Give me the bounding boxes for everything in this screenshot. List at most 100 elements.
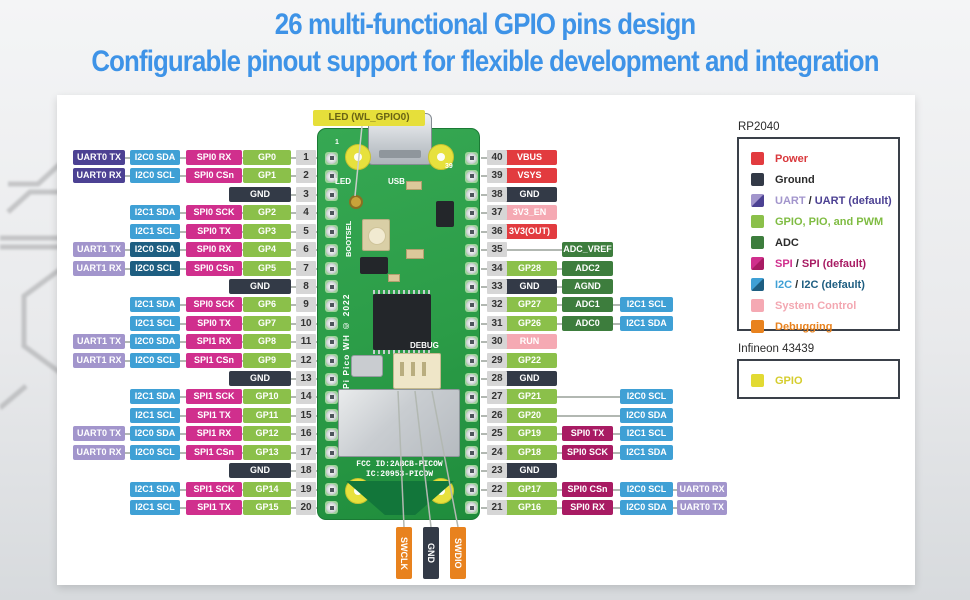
soic-chip xyxy=(360,257,388,274)
pin-function-label: SPI1 RX xyxy=(186,426,242,442)
pin-function-label: GP17 xyxy=(502,481,557,497)
pin-function-label: GP5 xyxy=(243,260,291,276)
through-hole xyxy=(326,207,337,219)
pin-function-label: I2C0 SDA xyxy=(620,407,673,423)
legend-item: SPI / SPI (default) xyxy=(751,253,898,274)
pin-number: 7 xyxy=(296,260,316,276)
pin-number: 24 xyxy=(487,444,507,460)
bootsel-silk-label: BOOTSEL xyxy=(344,220,353,257)
pin-function-label: I2C1 SDA xyxy=(620,444,673,460)
pin-function-label: GP0 xyxy=(243,150,291,165)
through-hole xyxy=(466,226,477,238)
pin-function-label: GND xyxy=(502,371,557,387)
through-hole xyxy=(326,465,337,477)
pin-function-label: GP11 xyxy=(243,407,291,423)
solder-pad xyxy=(465,335,478,349)
solder-pad xyxy=(465,372,478,386)
through-hole xyxy=(326,226,337,238)
solder-pad xyxy=(465,390,478,404)
solder-pad xyxy=(325,409,338,423)
pin-function-label: I2C0 SDA xyxy=(620,499,673,515)
pin-function-label: GP2 xyxy=(243,205,291,221)
legend-swatch xyxy=(751,257,764,270)
pin-number: 37 xyxy=(487,205,507,221)
pico-board: LED USB 1 39 BOOTSEL Pi Pico WH © 2022 D… xyxy=(317,113,480,520)
pin-function-label: GP6 xyxy=(243,297,291,313)
pin-function-label: GND xyxy=(502,278,557,294)
pin-number: 36 xyxy=(487,223,507,239)
pin-function-label: RUN xyxy=(502,334,557,350)
pin-number: 3 xyxy=(296,186,316,202)
pin-function-label: I2C1 SCL xyxy=(620,297,673,313)
pin-function-label: GP20 xyxy=(502,407,557,423)
pin-function-label: I2C1 SDA xyxy=(620,315,673,331)
debug-silk-label: DEBUG xyxy=(410,341,439,350)
solder-pad xyxy=(465,427,478,441)
pin-function-label: UART1 TX xyxy=(73,242,125,258)
pin-number: 5 xyxy=(296,223,316,239)
usb-silk-label: USB xyxy=(388,177,405,186)
pin-wire xyxy=(481,396,667,399)
legend-label: Power xyxy=(775,152,809,165)
through-hole xyxy=(326,447,337,459)
through-hole xyxy=(326,428,337,440)
pin-function-label: I2C0 SCL xyxy=(130,444,180,460)
pin-number: 29 xyxy=(487,352,507,368)
through-hole xyxy=(326,281,337,293)
pin-function-label: I2C1 SDA xyxy=(130,205,180,221)
solder-pad xyxy=(465,409,478,423)
solder-pad xyxy=(465,354,478,368)
through-hole xyxy=(326,336,337,348)
pin-function-label: I2C0 SDA xyxy=(130,426,180,442)
pin-number: 15 xyxy=(296,407,316,423)
legend-item: I2C / I2C (default) xyxy=(751,274,898,295)
solder-pad xyxy=(465,243,478,257)
pin-function-label: GP21 xyxy=(502,389,557,405)
solder-pad xyxy=(325,390,338,404)
bootsel-button[interactable] xyxy=(362,219,390,251)
pin-number: 18 xyxy=(296,463,316,479)
pin-function-label: UART0 TX xyxy=(677,499,727,515)
pin-function-label: GND xyxy=(502,186,557,202)
through-hole xyxy=(466,465,477,477)
through-hole xyxy=(326,484,337,496)
pin-function-label: I2C0 SCL xyxy=(130,260,180,276)
through-hole xyxy=(326,355,337,367)
pin-function-label: I2C1 SCL xyxy=(130,407,180,423)
pin-number: 16 xyxy=(296,426,316,442)
legend-swatch xyxy=(751,152,764,165)
pin-function-label: SPI0 RX xyxy=(562,499,613,515)
through-hole xyxy=(326,299,337,311)
pin-number: 30 xyxy=(487,334,507,350)
pin-number: 40 xyxy=(487,150,507,165)
solder-pad xyxy=(325,225,338,239)
pin-function-label: UART0 RX xyxy=(73,168,125,184)
solder-pad xyxy=(465,280,478,294)
pin-function-label: GP9 xyxy=(243,352,291,368)
legend-infineon-title: Infineon 43439 xyxy=(738,343,815,355)
pin-function-label: UART0 RX xyxy=(73,444,125,460)
through-hole xyxy=(326,391,337,403)
solder-pad xyxy=(465,151,478,165)
pin-number: 12 xyxy=(296,352,316,368)
through-hole xyxy=(326,152,337,164)
pin-function-label: 3V3(OUT) xyxy=(502,223,557,239)
pin-function-label: ADC_VREF xyxy=(562,242,613,258)
through-hole xyxy=(326,170,337,182)
pin-number: 38 xyxy=(487,186,507,202)
through-hole xyxy=(466,336,477,348)
